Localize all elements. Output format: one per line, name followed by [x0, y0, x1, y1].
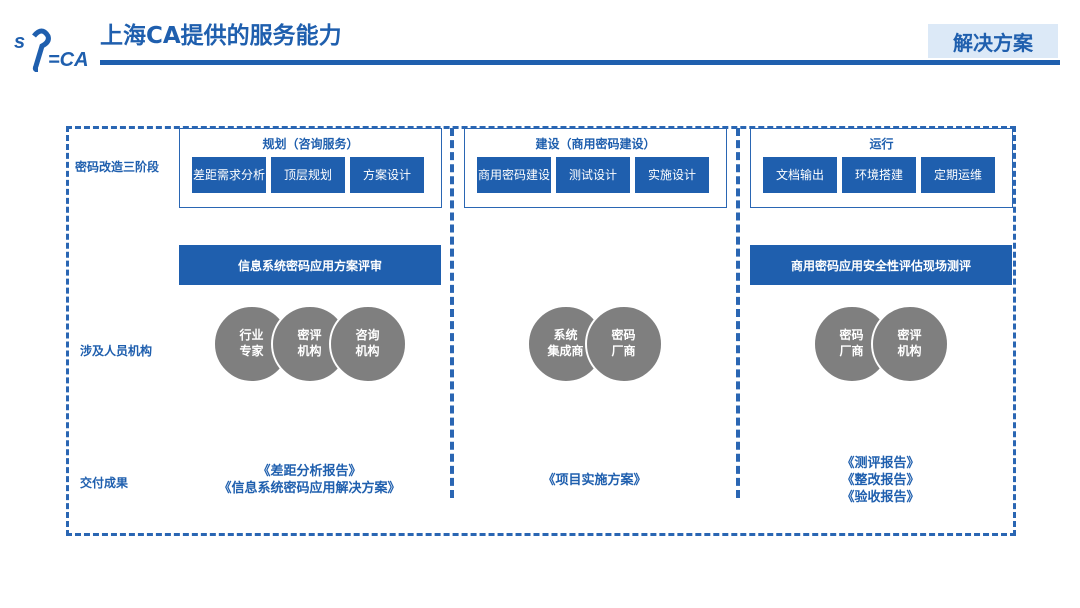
- svg-text:=CA: =CA: [48, 49, 89, 71]
- stage-step: 方案设计: [350, 157, 424, 193]
- title-rule: [100, 60, 1060, 65]
- stage-step: 文档输出: [763, 157, 837, 193]
- page-title: 上海CA提供的服务能力: [100, 23, 342, 49]
- stage-step: 顶层规划: [271, 157, 345, 193]
- deliverable: 《整改报告》: [841, 472, 920, 488]
- review-bar: 信息系统密码应用方案评审: [179, 245, 441, 285]
- stage-box: 运行文档输出环境搭建定期运维: [750, 128, 1013, 208]
- deliverable: 《测评报告》: [841, 455, 920, 471]
- org-circle: 密评 机构: [870, 305, 949, 383]
- row-label-deliverables: 交付成果: [80, 476, 129, 490]
- stage-box: 建设（商用密码建设） 商用密码建设测试设计实施设计: [464, 128, 727, 208]
- column-divider: [736, 128, 740, 498]
- row-label-stages: 密码改造三阶段: [75, 160, 160, 174]
- stage-step: 差距需求分析: [192, 157, 266, 193]
- deliverable: 《信息系统密码应用解决方案》: [218, 481, 401, 496]
- sheca-logo: s =CA: [14, 28, 89, 72]
- diagram-frame: [66, 126, 1016, 536]
- section-tag: 解决方案: [928, 24, 1058, 58]
- stage-title: 规划（咨询服务）: [262, 137, 359, 151]
- stage-step: 测试设计: [556, 157, 630, 193]
- row-label-people: 涉及人员机构: [80, 344, 153, 358]
- stage-step: 实施设计: [635, 157, 709, 193]
- column-divider: [450, 128, 454, 498]
- stage-title: 运行: [869, 137, 894, 151]
- stage-title: 建设（商用密码建设）: [535, 137, 656, 151]
- org-circle: 咨询 机构: [328, 305, 407, 383]
- stage-step: 商用密码建设: [477, 157, 551, 193]
- deliverable: 《项目实施方案》: [542, 472, 647, 488]
- deliverable: 《验收报告》: [841, 489, 920, 505]
- stage-step: 定期运维: [921, 157, 995, 193]
- deliverable: 《差距分析报告》: [257, 464, 362, 479]
- stage-box: 规划（咨询服务） 差距需求分析顶层规划方案设计: [179, 128, 442, 208]
- svg-text:s: s: [14, 31, 25, 53]
- review-bar: 商用密码应用安全性评估现场测评: [750, 245, 1012, 285]
- org-circle: 密码 厂商: [584, 305, 663, 383]
- stage-step: 环境搭建: [842, 157, 916, 193]
